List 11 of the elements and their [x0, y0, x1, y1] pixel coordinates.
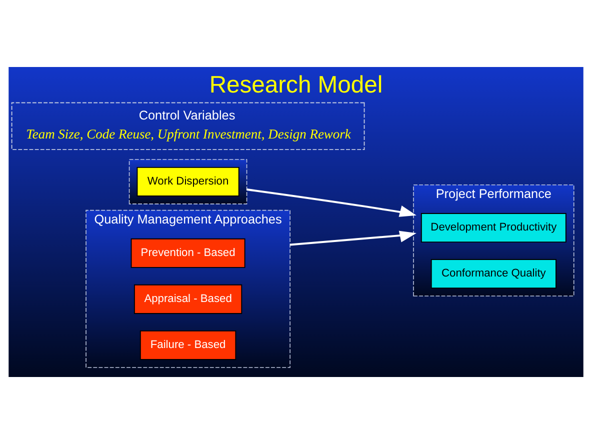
node-box: Work Dispersion — [136, 166, 240, 196]
diagram-title: Research Model — [209, 71, 383, 98]
arrow — [246, 188, 416, 217]
node-box: Development Productivity — [420, 212, 566, 243]
node-box: Control Variables Team Size, Code Reuse, Upfront Investment, Design Rework — [11, 102, 365, 150]
node-box: Prevention - Based — [130, 238, 246, 268]
node-box: Conformance Quality — [430, 259, 556, 289]
arrow — [290, 230, 416, 246]
cluster — [128, 159, 248, 204]
node-box: Failure - Based — [140, 330, 236, 360]
node-box: Appraisal - Based — [134, 284, 242, 314]
